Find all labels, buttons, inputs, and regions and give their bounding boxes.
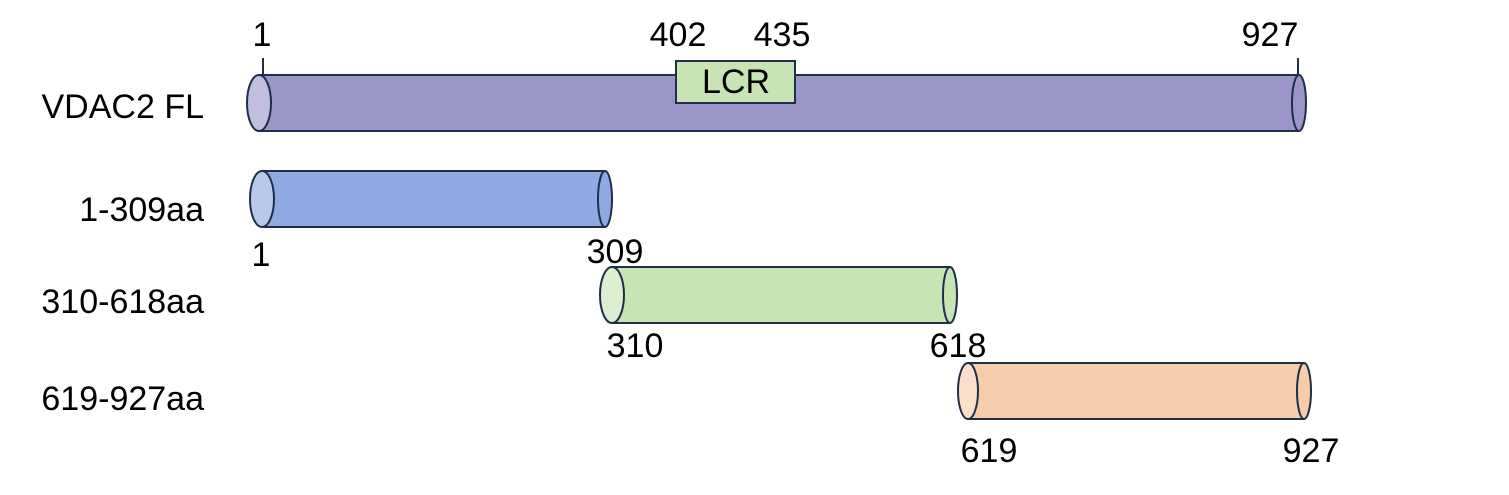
cylinder-fragment-1-body	[261, 170, 613, 228]
cylinder-fl-left-cap	[246, 74, 272, 132]
lcr-label: LCR	[702, 63, 770, 101]
row-label-fl: VDAC2 FL	[42, 88, 205, 126]
row-label-fragment-3: 619-927aa	[41, 380, 204, 418]
cylinder-fragment-2-right-rim	[942, 266, 951, 324]
cylinder-fragment-1-left-cap	[249, 170, 275, 228]
row-label-fragment-1: 1-309aa	[79, 191, 204, 229]
fragment-3-start-label: 619	[961, 432, 1018, 470]
fl-start-label: 1	[253, 16, 272, 54]
cylinder-fragment-3-left-cap	[957, 362, 979, 420]
fragment-1-start-label: 1	[252, 236, 271, 274]
cylinder-fragment-1-right-rim	[597, 170, 606, 228]
fragment-3-end-label: 927	[1283, 432, 1340, 470]
fragment-2-end-label: 618	[930, 327, 987, 365]
lcr-end-label: 435	[754, 16, 811, 54]
cylinder-fragment-2-left-cap	[599, 266, 625, 324]
cylinder-fragment-3-right-rim	[1296, 362, 1305, 420]
cylinder-fragment-2-body	[611, 266, 958, 324]
cylinder-fragment-1	[249, 170, 613, 228]
fragment-1-end-label: 309	[587, 233, 644, 271]
cylinder-fl-right-rim	[1291, 74, 1300, 132]
cylinder-fragment-3-body	[967, 362, 1312, 420]
cylinder-fragment-2	[599, 266, 958, 324]
fl-end-label: 927	[1242, 16, 1299, 54]
cylinder-fragment-3	[957, 362, 1312, 420]
fragment-2-start-label: 310	[607, 327, 664, 365]
row-label-fragment-2: 310-618aa	[41, 283, 204, 321]
lcr-box	[675, 60, 796, 104]
lcr-start-label: 402	[650, 16, 707, 54]
